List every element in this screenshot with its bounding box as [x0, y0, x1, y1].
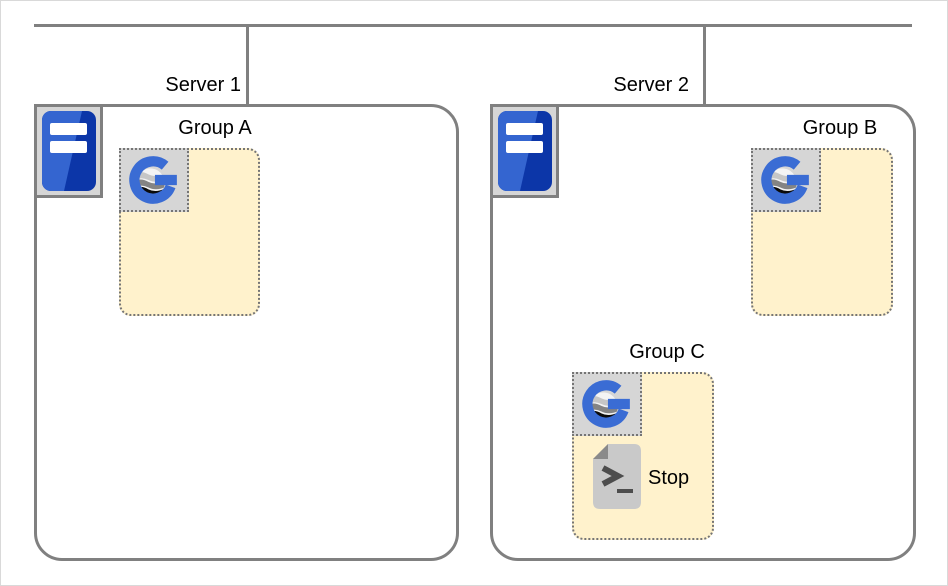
server1-label: Server 1 — [165, 74, 241, 96]
g-sphere-icon — [125, 152, 183, 208]
g-sphere-icon — [578, 376, 636, 432]
script-file-icon — [593, 444, 641, 509]
tower-server-icon — [498, 111, 552, 191]
script-item — [593, 444, 641, 509]
server2-label: Server 2 — [613, 74, 689, 96]
group-a-label: Group A — [178, 117, 252, 139]
stop-label: Stop — [648, 467, 690, 489]
group-c-label: Group C — [629, 341, 705, 363]
group-a-icon-cell — [119, 148, 189, 212]
server1-icon-cell — [34, 104, 103, 198]
server2-connector-line — [703, 25, 706, 104]
network-bus-line — [34, 24, 912, 27]
group-b-label: Group B — [802, 117, 878, 139]
g-sphere-icon — [757, 152, 815, 208]
server2-icon-cell — [490, 104, 559, 198]
tower-server-icon — [42, 111, 96, 191]
group-b-icon-cell — [751, 148, 821, 212]
server1-connector-line — [246, 25, 249, 104]
group-c-icon-cell — [572, 372, 642, 436]
